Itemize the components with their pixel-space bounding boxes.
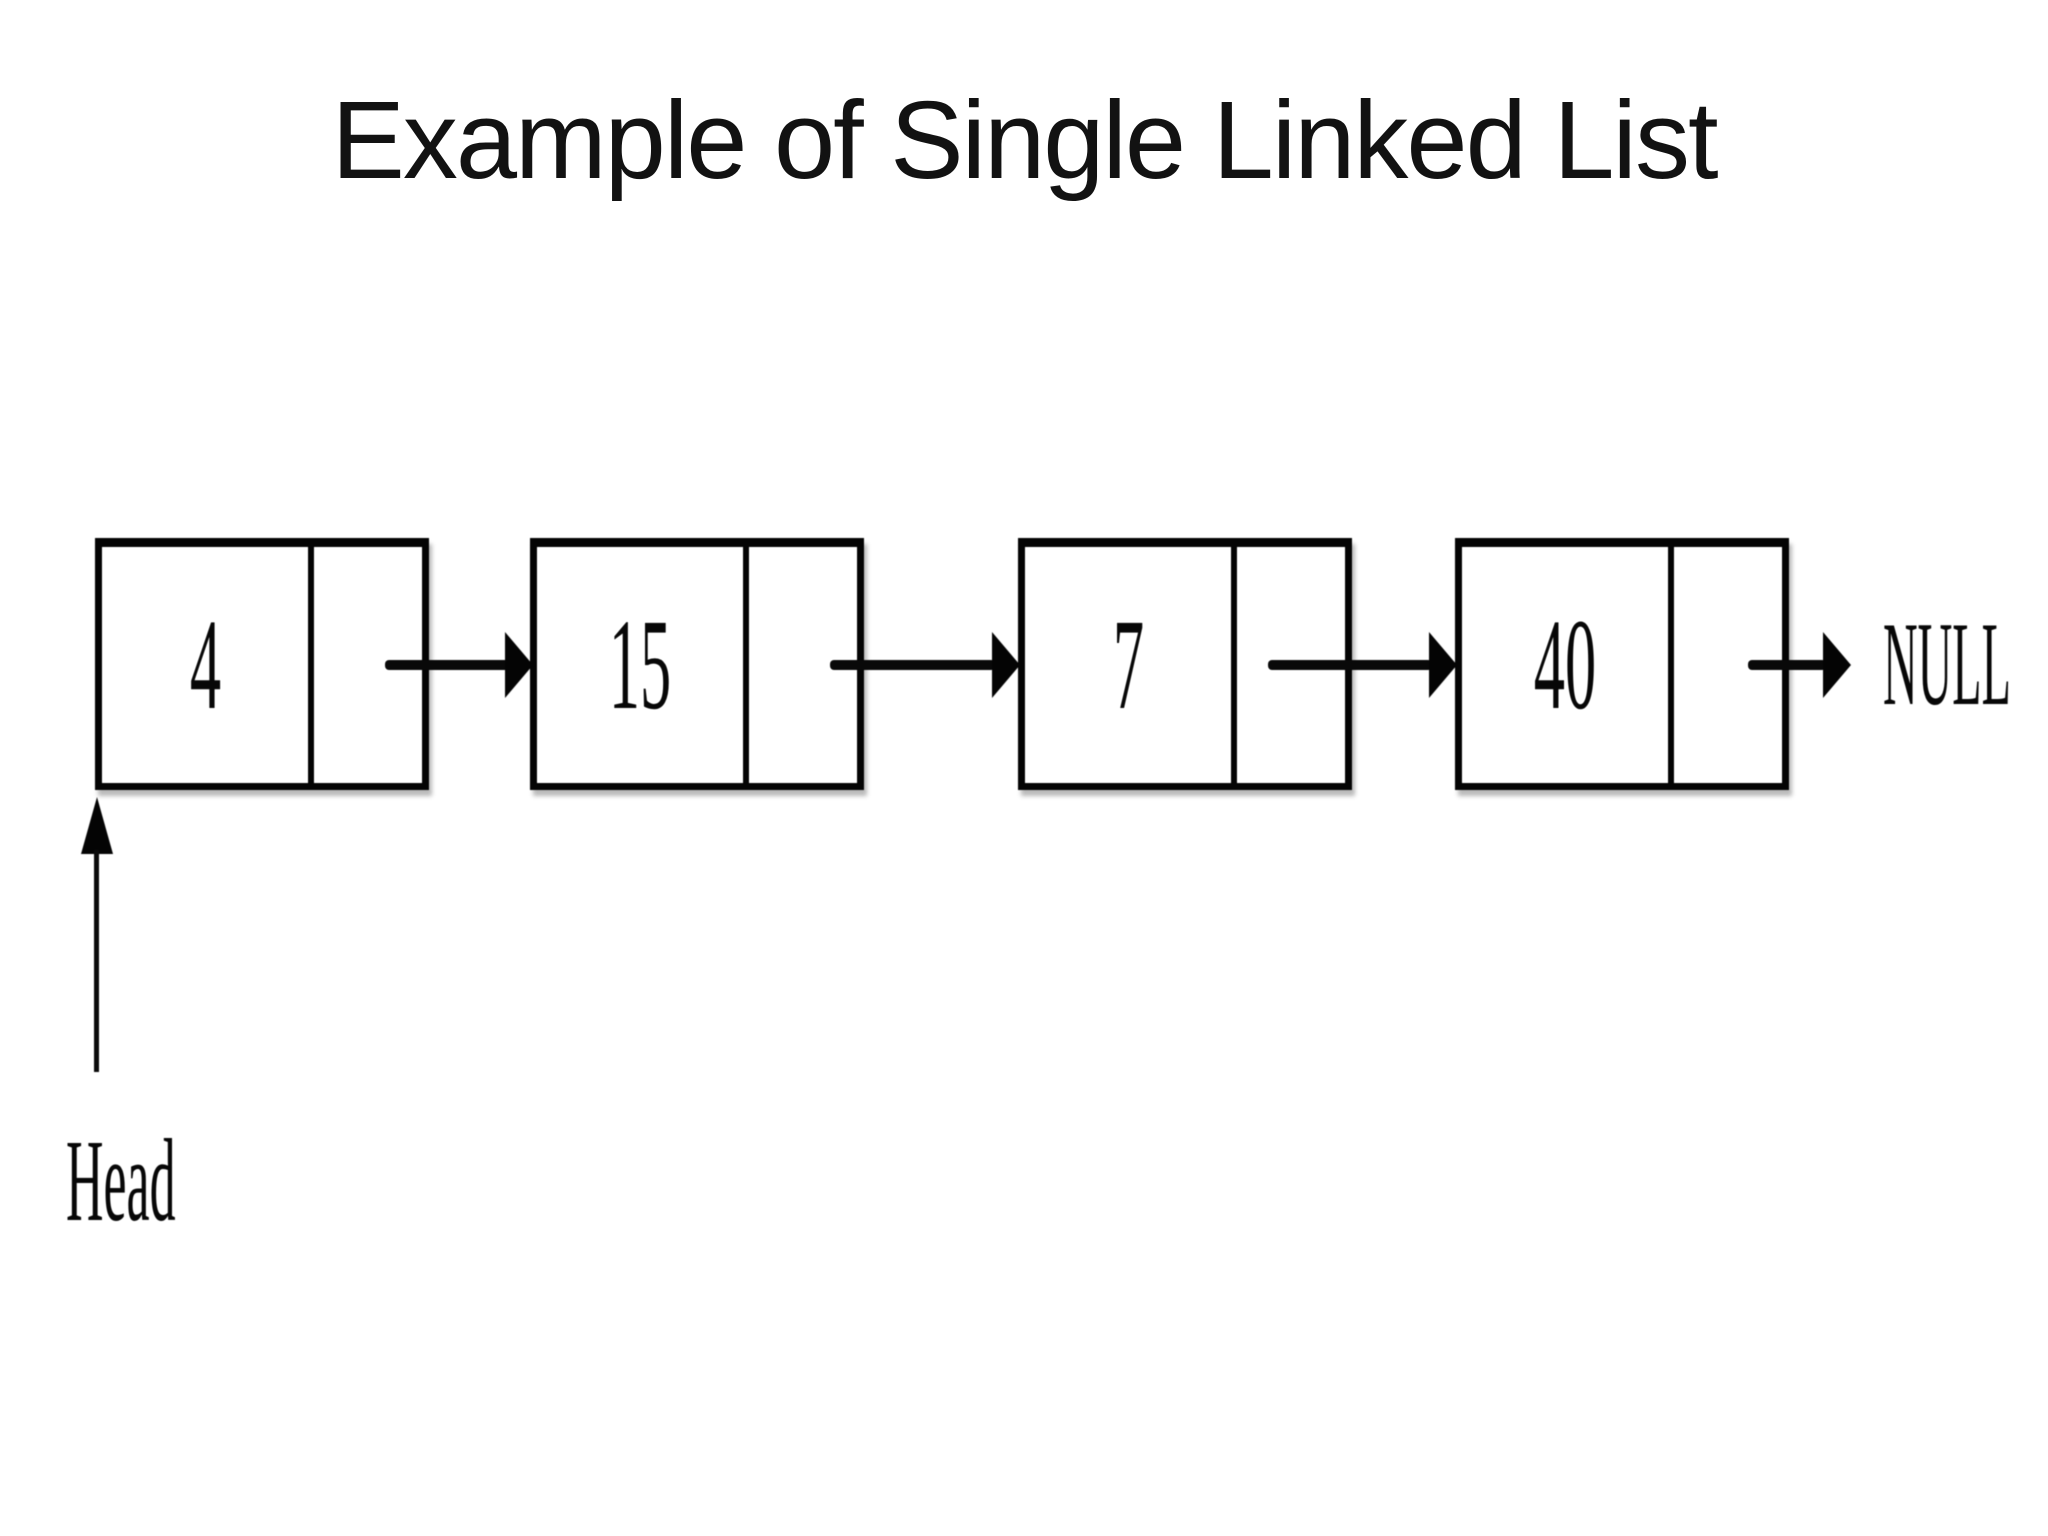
slide-title: Example of Single Linked List xyxy=(331,79,1718,202)
list-node: 4 xyxy=(95,538,429,790)
null-label: NULL xyxy=(1883,597,2011,730)
node-value: 7 xyxy=(1112,593,1144,737)
arrow-head-icon xyxy=(1429,632,1457,698)
arrow-head-icon xyxy=(1823,632,1851,698)
list-node: 40 xyxy=(1455,538,1789,790)
node-data-cell: 15 xyxy=(537,547,749,783)
node-data-cell: 4 xyxy=(102,547,314,783)
node-data-cell: 40 xyxy=(1462,547,1674,783)
arrow-head-icon xyxy=(992,632,1020,698)
head-label: Head xyxy=(66,1115,176,1246)
node-value: 4 xyxy=(189,593,221,737)
arrow-line xyxy=(1268,660,1432,670)
node-data-cell: 7 xyxy=(1025,547,1237,783)
arrow-line xyxy=(830,660,995,670)
arrow-head-up-icon xyxy=(81,797,113,854)
arrow-line xyxy=(385,660,509,670)
arrow-line xyxy=(1748,660,1826,670)
node-value: 40 xyxy=(1533,593,1597,737)
list-node: 15 xyxy=(530,538,864,790)
arrow-line xyxy=(94,850,99,1072)
arrow-head-icon xyxy=(505,632,533,698)
null-label-box: NULL xyxy=(1862,538,2032,790)
node-value: 15 xyxy=(608,593,672,737)
